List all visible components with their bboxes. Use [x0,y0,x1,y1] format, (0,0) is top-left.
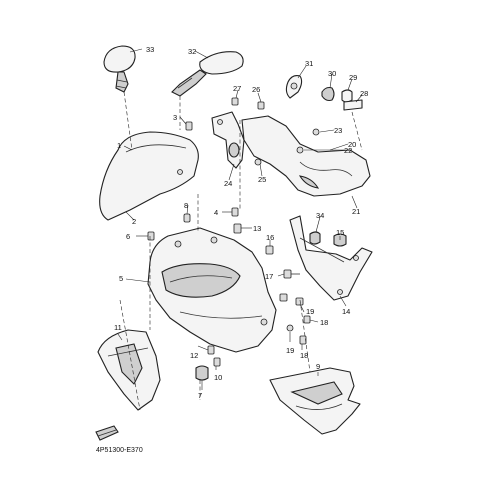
callout-17: 17 [265,272,273,281]
callout-6: 6 [126,232,130,241]
callout-24: 24 [224,179,232,188]
front-cowling-5 [147,227,277,353]
book-icon [95,425,119,441]
callout-18-lower: 18 [300,351,308,360]
mirror-left [103,45,136,93]
callout-23: 23 [334,126,342,135]
callout-13: 13 [253,224,261,233]
callout-1: 1 [117,141,121,150]
nut-16 [265,245,274,255]
callout-4: 4 [214,208,218,217]
side-panel-11 [97,329,161,411]
callout-31: 31 [305,59,313,68]
grommet-8 [183,213,191,223]
callout-3: 3 [173,113,177,122]
assembly-lines [119,91,363,411]
grommet-7 [195,365,209,381]
bolt-17 [283,269,300,279]
callout-30: 30 [328,69,336,78]
callout-12: 12 [190,351,198,360]
screw-27 [231,97,239,106]
callout-16: 16 [266,233,274,242]
callout-26: 26 [252,85,260,94]
callout-14: 14 [342,307,350,316]
diagram-code: 4P51300-E370 [96,447,143,454]
callout-33: 33 [146,45,154,54]
grommet-34 [309,231,321,245]
callout-7: 7 [198,391,202,400]
side-panel-9 [269,367,361,435]
callout-21: 21 [352,207,360,216]
callout-8: 8 [184,201,188,210]
callout-18-upper: 18 [320,318,328,327]
callout-19-lower: 19 [286,346,294,355]
callout-19-upper: 19 [306,307,314,316]
callout-numbers: 33 32 31 30 29 28 27 26 3 23 1 22 20 25 … [114,45,368,400]
grommet-30 [321,86,335,102]
callout-5: 5 [119,274,123,283]
inner-panel-20 [241,115,371,197]
screw-4 [231,207,239,217]
callout-10: 10 [214,373,222,382]
callout-2: 2 [132,217,136,226]
callout-25: 25 [258,175,266,184]
screw-10 [213,357,221,367]
callout-28: 28 [360,89,368,98]
screw-26 [257,101,265,110]
callout-34: 34 [316,211,324,220]
callout-15: 15 [336,228,344,237]
callout-20: 20 [348,140,356,149]
callout-29: 29 [349,73,357,82]
clamp-31 [285,75,303,99]
callout-27: 27 [233,84,241,93]
nut-29 [341,89,353,103]
screw-6 [147,231,155,241]
screw-12 [207,345,215,355]
bracket-28 [343,99,363,111]
stay-24 [211,111,245,169]
windshield-1 [99,131,199,221]
callout-32: 32 [188,47,196,56]
callout-22: 22 [344,146,352,155]
fasteners-19-18 [279,293,311,345]
leader-lines [117,48,363,390]
screw-13 [233,223,242,234]
callout-9: 9 [316,362,320,371]
stay-14 [289,215,373,301]
screw-3 [185,121,193,131]
mirror-right [171,51,244,97]
callout-11: 11 [114,323,122,332]
